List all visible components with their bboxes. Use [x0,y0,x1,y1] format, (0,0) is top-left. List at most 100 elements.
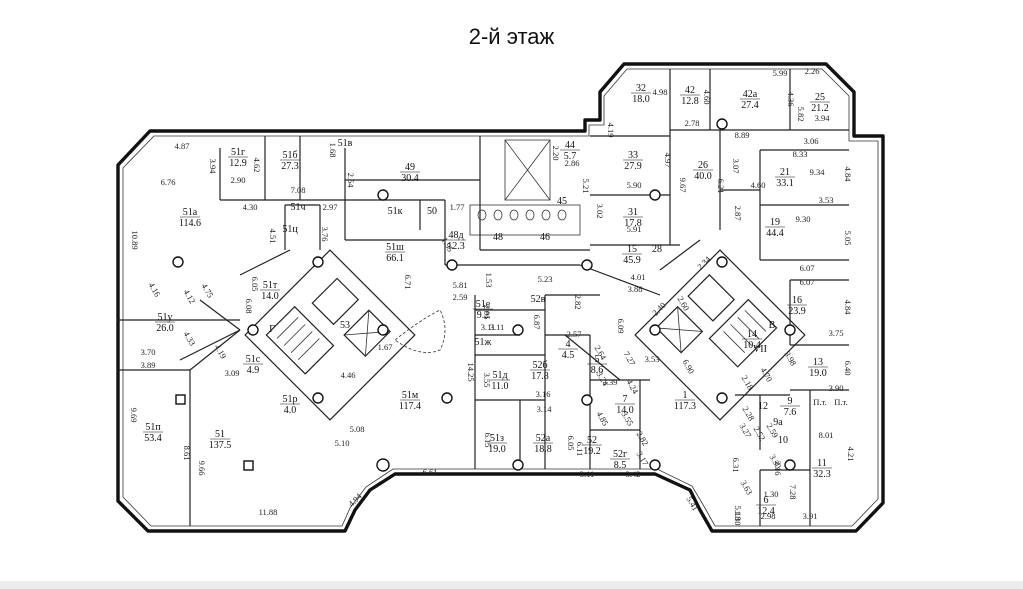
dimension-label: 6.07 [800,277,815,287]
dimension-label: 3.53 [819,195,834,205]
dimension-label: 3.90 [829,383,844,393]
dimension-label: 4.60 [751,180,766,190]
dimension-label: 3.91 [803,511,818,521]
dimension-label: 4.19 [606,123,616,138]
dimension-label: 6.11 [575,442,585,457]
room-number: 4 [566,339,571,350]
dimension-label: 3.94 [208,159,218,175]
room-area: 8.5 [614,460,627,471]
dimension-label: 2.28 [741,405,757,423]
room-area: 11.0 [491,381,508,392]
room-area: 27.3 [281,161,299,172]
room-number: 45 [557,196,567,207]
dimension-label: 2.78 [685,118,700,128]
dimension-label: 3.88 [628,284,643,294]
dimension-label: 2.97 [323,202,338,212]
room-number: 15 [627,244,637,255]
bottom-strip [0,581,1023,589]
dimension-label: 2.59 [453,292,468,302]
room-area: 30.4 [401,173,419,184]
room-area: 26.0 [156,323,174,334]
room-number: VII [753,344,767,355]
dimension-label: 5.82 [796,107,806,122]
dimension-label: 6.07 [800,263,815,273]
room-number: 53 [340,320,350,331]
room-number: 52а [536,433,551,444]
dimension-label: 6.40 [843,361,853,376]
room-number: 21 [780,167,790,178]
dimension-label: 3.16 [536,389,551,399]
dimension-label: 14.25 [466,362,476,381]
dimension-label: 6.61 [423,467,438,477]
dimension-label: 3.06 [804,136,819,146]
room-area: 12.3 [447,241,465,252]
dimension-label: 4.16 [147,281,163,299]
restroom-block [469,139,581,236]
room-area: 12.4 [757,506,775,517]
room-area: 4.9 [247,365,260,376]
dimension-label: 9.30 [796,214,811,224]
central-partitions [445,249,661,469]
canopy-outline [394,309,446,353]
room-area: 9.2 [477,310,490,321]
room-number: 46 [540,232,550,243]
dimension-label: 3.75 [829,328,844,338]
room-area: 45.9 [623,255,641,266]
room-number: 44 [565,140,575,151]
dimension-label: 9.67 [678,178,688,193]
dimension-label: 3.76 [320,227,330,242]
dimension-label: 6.05 [250,277,260,292]
dimension-label: 4.84 [843,167,853,183]
room-number: 5 [595,354,600,365]
dimension-label: 4.85 [595,410,611,428]
dimension-label: 6.90 [681,358,697,376]
room-number: 48д [448,230,463,241]
room-number: 51с [246,354,261,365]
room-number: 51ш [386,242,404,253]
small-mark: П.т. [834,397,847,407]
room-number: 26 [698,160,708,171]
small-mark: 1.30 [733,511,743,526]
dimension-label: 3.14 [537,404,553,414]
dimension-label: 9.69 [129,408,139,423]
room-number: 19 [770,217,780,228]
room-number: 52 [587,435,597,446]
room-number: 31 [628,207,638,218]
dimension-label: 3.98 [783,350,799,368]
room-number: 14 [747,329,757,340]
room-area: 12.8 [681,96,699,107]
room-number: 51м [402,390,419,401]
dimension-label: 6.08 [244,299,254,314]
floor-title: 2-й этаж [468,24,555,49]
dimension-label: 3.27 [738,422,754,440]
room-area: 19.0 [488,444,506,455]
room-number: 42 [685,85,695,96]
dimension-label: 2.18 [740,374,756,392]
room-number: 10 [778,435,788,446]
room-number: 33 [628,150,638,161]
dimension-label: 1.30 [764,489,779,499]
dimension-label: 3.42 [626,469,641,479]
dimension-label: 2.82 [635,430,651,448]
room-area: 117.4 [399,401,421,412]
room-area: 33.1 [776,178,794,189]
dimension-label: 4.21 [846,447,856,462]
room-number: 51д [492,370,507,381]
dimension-label: 3.94 [815,113,831,123]
dimension-label: 4.97 [663,153,673,168]
room-area: 19.2 [583,446,601,457]
dimension-label: 9.34 [810,167,826,177]
room-area: 7.6 [784,407,797,418]
dimension-label: 2.57 [567,329,582,339]
room-number: 25 [815,92,825,103]
dimension-label: 1.68 [328,143,338,158]
dimension-label: 1.77 [450,202,465,212]
small-mark: П.т. [813,397,826,407]
columns [172,118,796,472]
dimension-label: 2.98 [761,511,776,521]
dimension-label: 3.39 [603,377,618,387]
room-number: Г [269,324,275,335]
room-number: 49 [405,162,415,173]
dimension-label: 5.18 [733,506,743,521]
